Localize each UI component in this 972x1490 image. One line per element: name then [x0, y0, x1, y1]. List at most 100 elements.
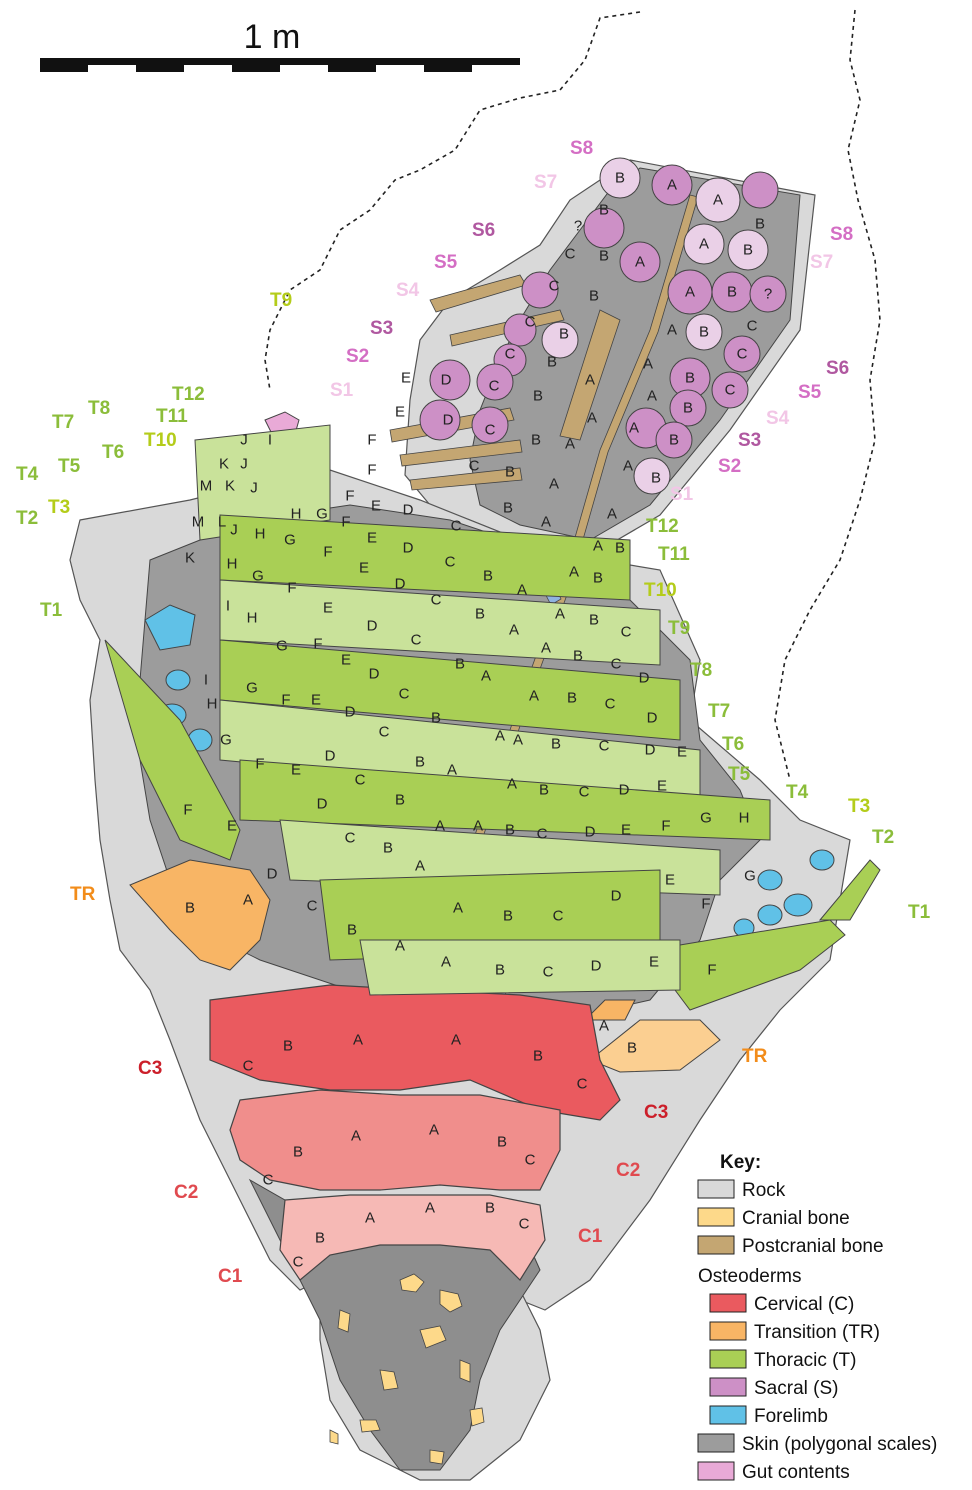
- osteoderm-letter: H: [739, 810, 750, 827]
- legend-swatch-postcranial-bone: [698, 1236, 734, 1254]
- osteoderm-letter: E: [367, 530, 377, 547]
- osteoderm-letter: A: [473, 818, 483, 835]
- osteoderm-letter: B: [415, 754, 425, 771]
- osteoderm-letter: C: [579, 784, 590, 801]
- osteoderm-letter: A: [441, 954, 451, 971]
- osteoderm-letter: D: [367, 618, 378, 635]
- osteoderm-letter: C: [399, 686, 410, 703]
- osteoderm-letter: B: [755, 216, 765, 233]
- osteoderm-letter: F: [341, 514, 350, 531]
- osteoderm-letter: B: [533, 1048, 543, 1065]
- osteoderm-letter: F: [707, 962, 716, 979]
- osteoderm-letter: I: [268, 432, 272, 449]
- osteoderm-letter: K: [219, 456, 229, 473]
- label-t10-left: T10: [144, 430, 177, 451]
- osteoderm-letter: D: [443, 412, 454, 429]
- osteoderm-letter: J: [250, 480, 258, 497]
- osteoderm-letter: B: [551, 736, 561, 753]
- osteoderm-letter: A: [351, 1128, 361, 1145]
- osteoderm-letter: A: [243, 892, 253, 909]
- label-c1-left: C1: [218, 1266, 243, 1287]
- label-c3-right: C3: [644, 1102, 668, 1123]
- label-t7-left: T7: [52, 412, 74, 433]
- label-t7-right: T7: [708, 701, 730, 722]
- osteoderm-letter: B: [503, 500, 513, 517]
- osteoderm-letter: D: [441, 372, 452, 389]
- osteoderm-letter: A: [565, 436, 575, 453]
- osteoderm-letter: A: [593, 538, 603, 555]
- label-t12-right: T12: [646, 516, 679, 537]
- legend-swatch-cranial-bone: [698, 1208, 734, 1226]
- osteoderm-letter: A: [481, 668, 491, 685]
- osteoderm-letter: E: [359, 560, 369, 577]
- label-s2-left: S2: [346, 346, 369, 367]
- legend-item-sacral: Sacral (S): [754, 1378, 838, 1399]
- osteoderm-letter: M: [192, 514, 205, 531]
- legend-swatch-thoracic: [710, 1350, 746, 1368]
- osteoderm-letter: B: [495, 962, 505, 979]
- osteoderm-letter: E: [311, 692, 321, 709]
- osteoderm-letter: F: [281, 692, 290, 709]
- osteoderm-letter: B: [589, 612, 599, 629]
- osteoderm-letter: B: [589, 288, 599, 305]
- osteoderm-letter: B: [505, 822, 515, 839]
- osteoderm-letter: A: [507, 776, 517, 793]
- osteoderm-letter: C: [611, 656, 622, 673]
- osteoderm-letter: F: [255, 756, 264, 773]
- label-s7-left: S7: [534, 172, 557, 193]
- osteoderm-letter: G: [316, 506, 328, 523]
- osteoderm-letter: B: [727, 284, 737, 301]
- osteoderm-letter: B: [503, 908, 513, 925]
- osteoderm-letter: I: [204, 672, 208, 689]
- osteoderm-letter: F: [367, 462, 376, 479]
- label-s4-right: S4: [766, 408, 790, 429]
- osteoderm-letter: E: [657, 778, 667, 795]
- osteoderm-letter: A: [453, 900, 463, 917]
- label-s1-right: S1: [670, 484, 694, 505]
- legend-item-thoracic: Thoracic (T): [754, 1350, 856, 1371]
- label-s3-left: S3: [370, 318, 393, 339]
- osteoderm-letter: D: [267, 866, 278, 883]
- label-t2-right: T2: [872, 827, 894, 848]
- osteoderm-letter: D: [345, 704, 356, 721]
- osteoderm-letter: D: [619, 782, 630, 799]
- osteoderm-letter: C: [599, 738, 610, 755]
- label-s8-left: S8: [570, 138, 593, 159]
- label-t5-right: T5: [728, 764, 751, 785]
- osteoderm-letter: H: [227, 556, 238, 573]
- label-t4-right: T4: [786, 782, 809, 803]
- osteoderm-letter: E: [621, 822, 631, 839]
- label-t5-left: T5: [58, 456, 81, 477]
- osteoderm-letter: C: [451, 518, 462, 535]
- osteoderm-letter: C: [243, 1058, 254, 1075]
- osteoderm-letter: F: [367, 432, 376, 449]
- osteoderm-letter: B: [699, 324, 709, 341]
- osteoderm-letter: A: [509, 622, 519, 639]
- osteoderm-letter: C: [345, 830, 356, 847]
- osteoderm-letter: F: [323, 544, 332, 561]
- osteoderm-letter: B: [651, 470, 661, 487]
- label-t9-top: T9: [270, 290, 292, 311]
- osteoderm-letter: D: [645, 742, 656, 759]
- osteoderm-letter: D: [317, 796, 328, 813]
- scale-bar-label: 1 m: [244, 18, 301, 56]
- slab-outline-right: [775, 10, 880, 780]
- osteoderm-letter: D: [591, 958, 602, 975]
- osteoderm-letter: A: [699, 236, 709, 253]
- osteoderm-letter: A: [629, 420, 639, 437]
- osteoderm-letter: A: [495, 728, 505, 745]
- osteoderm-letter: E: [371, 498, 381, 515]
- osteoderm-letter: B: [567, 690, 577, 707]
- osteoderm-letter: B: [383, 840, 393, 857]
- osteoderm-letter: B: [455, 656, 465, 673]
- legend-item-cranial-bone: Cranial bone: [742, 1208, 850, 1229]
- osteoderm-letter: A: [353, 1032, 363, 1049]
- legend-item-cervical: Cervical (C): [754, 1294, 854, 1315]
- label-t1-left: T1: [40, 600, 63, 621]
- legend: Key: Rock Cranial bone Postcranial bone …: [698, 1152, 937, 1483]
- osteoderm-letter: D: [585, 824, 596, 841]
- osteoderm-letter: H: [207, 696, 218, 713]
- osteoderm-letter: C: [605, 696, 616, 713]
- osteoderm-letter: M: [200, 478, 213, 495]
- osteoderm-letter: D: [395, 576, 406, 593]
